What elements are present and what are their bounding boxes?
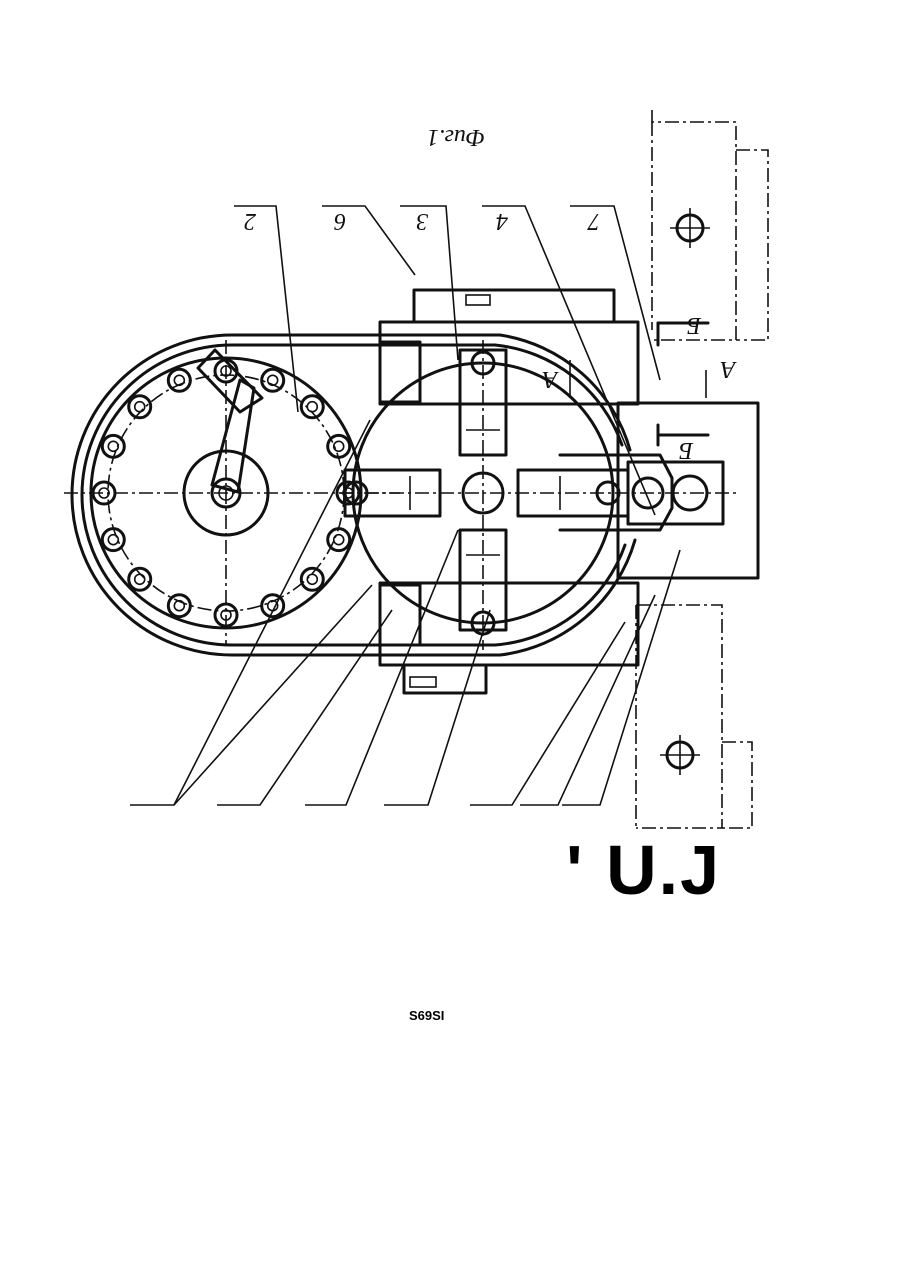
- central-housing: [340, 290, 740, 693]
- sprocket-roller: [102, 435, 124, 457]
- document-code: S69SI: [409, 1008, 444, 1023]
- callout-7: 7: [587, 208, 600, 234]
- sprocket-roller-pin: [334, 535, 344, 545]
- callout-6: 6: [334, 208, 346, 234]
- callout-4: 4: [496, 208, 508, 234]
- sprocket-roller-pin: [108, 535, 118, 545]
- sprocket-roller: [328, 529, 350, 551]
- sprocket-roller: [102, 529, 124, 551]
- sprocket-roller: [328, 435, 350, 457]
- figure-caption: Фиг.1: [427, 124, 485, 150]
- sprocket-roller: [168, 369, 190, 391]
- sprocket-roller-pin: [307, 574, 317, 584]
- sprocket-roller: [301, 568, 323, 590]
- sprocket-roller-pin: [135, 402, 145, 412]
- sprocket-roller-pin: [307, 402, 317, 412]
- section-a-side-label: A: [720, 356, 737, 382]
- section-b-upper: Б: [687, 312, 702, 338]
- sprocket-roller: [168, 595, 190, 617]
- callout-3: 3: [416, 208, 429, 234]
- section-a-label: A: [542, 366, 559, 392]
- sprocket-roller: [262, 595, 284, 617]
- sprocket-roller: [301, 396, 323, 418]
- crank-arm: [198, 350, 262, 492]
- sprocket-roller: [129, 568, 151, 590]
- pusher-arms: [345, 350, 628, 634]
- sprocket-roller: [129, 396, 151, 418]
- callout-2: 2: [244, 208, 256, 234]
- sprocket-roller: [262, 369, 284, 391]
- right-brackets: [636, 110, 768, 828]
- section-b: Б Б: [658, 312, 708, 463]
- scan-stamp: ' U.J: [566, 830, 721, 910]
- section-b-lower: Б: [679, 437, 694, 463]
- sprocket-roller-pin: [135, 574, 145, 584]
